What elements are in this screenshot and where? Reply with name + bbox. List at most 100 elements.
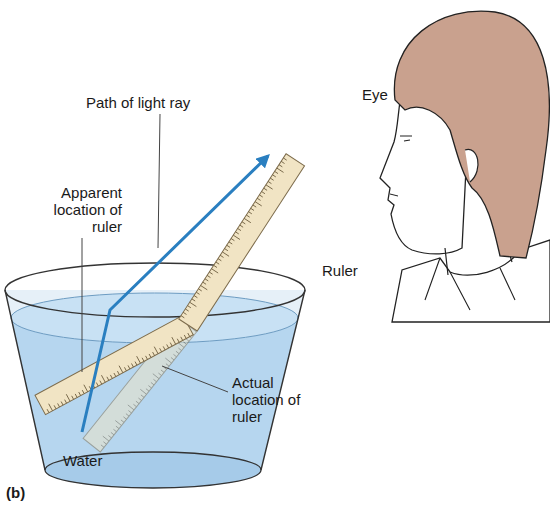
ruler-tick [163,346,165,350]
hair [394,11,549,258]
ruler-tick [170,343,172,347]
ruler-tick [196,292,199,294]
ruler-tick [61,402,63,406]
ruler-tick [124,367,126,371]
ruler-tick [58,403,60,407]
ruler-tick [262,192,265,194]
ruler-tick [167,344,169,348]
ruler-tick [220,255,223,257]
ruler-tick [54,405,56,409]
mouth [390,194,398,196]
ruler-tick [240,225,243,227]
part-label: Actual location of ruler [232,374,306,425]
ruler-tick [165,358,171,363]
ruler-tick [126,414,129,417]
ruler-tick [136,401,139,404]
leader-line [158,114,160,248]
ruler-tick [107,377,109,381]
caption-label: Path of light ray [86,94,226,111]
ruler-tick [153,352,155,356]
ruler-tick [171,357,174,360]
ruler-tick [251,208,254,210]
ruler-tick [140,389,146,394]
ruler-tick [172,337,176,344]
ruler-tick [79,392,81,396]
ruler-tick [275,171,278,173]
ruler-tick [281,161,284,163]
ruler-tick [207,275,210,277]
ruler-tick [141,395,144,398]
ruler-tick [214,265,217,267]
ruler-tick [100,381,102,385]
ruler-tick [142,358,144,362]
shirt-collar [425,258,515,310]
ruler-tick [161,370,164,373]
ruler-tick [138,398,141,401]
ruler-tick [115,421,121,426]
ruler-tick [190,302,197,306]
ruler-tick [176,351,179,354]
part-label: Water [63,452,123,469]
ruler-tick [116,426,119,429]
ruler-tick [268,181,271,183]
ruler-tick [229,242,232,244]
part-label: Ruler [322,262,372,279]
ruler-tick [166,364,169,367]
ruler-tick [96,383,98,387]
ruler-tick [227,245,230,247]
ruler-tick [218,259,221,261]
ruler-tick [128,365,130,369]
ruler-tick [185,309,188,311]
ruler-tick [133,404,136,407]
ruler-tick [211,269,218,273]
ruler-tick [135,362,137,366]
ruler-tick [146,356,148,360]
apparent-ruler [35,315,193,414]
ruler-tick [110,375,112,379]
ruler-tick [188,333,190,337]
ruler-tick [264,188,267,190]
ruler-tick [253,205,256,207]
ruler-tick [257,198,260,200]
ruler-tick [82,390,84,394]
ruler-tick [146,389,149,392]
leader-line [82,238,83,372]
ruler-tick [270,178,273,180]
ruler-tick [222,252,229,256]
ruler-tick [184,335,186,339]
ruler-tick [178,348,181,351]
ruler-tick [158,373,161,376]
ruler-tick [244,218,251,222]
ruler-tick [75,394,77,398]
ruler-tick [153,374,159,379]
ruler-tick [123,417,126,420]
ruler-tick [178,342,184,347]
ruler-tick [242,222,245,224]
ruler-tick [117,371,119,375]
ruler-tick [132,363,134,367]
ruler-tick [194,296,197,298]
ruler-tick [149,354,151,358]
ruler-tick [216,262,219,264]
ruler-tick [72,396,74,400]
ruler-tick [233,235,240,239]
ruler-tick [65,400,67,404]
ruler-tick [114,373,116,377]
ruler-tick [153,379,156,382]
ruler-tick [181,316,184,318]
ruler-tick [259,195,262,197]
figure-letter: (b) [6,484,36,501]
ruler-tick [84,385,88,392]
ruler-tick [181,337,183,341]
ruler-tick [183,342,186,345]
ruler-tick [283,158,286,160]
ear [465,149,478,182]
ruler-tick [160,348,162,352]
ruler-tick [121,420,124,423]
ruler-tick [272,175,275,177]
ruler-tick [137,356,141,363]
glass-body [5,290,305,488]
ruler-tick [277,168,284,172]
